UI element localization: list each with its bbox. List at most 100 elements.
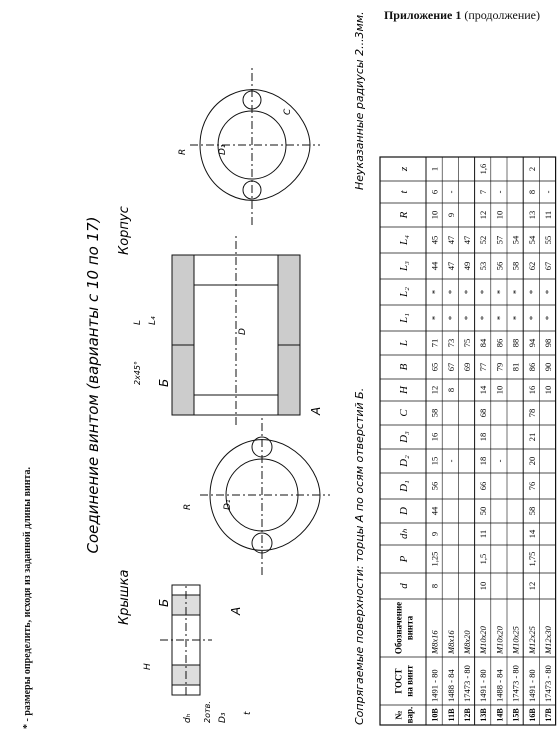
table-cell: 44 <box>430 261 440 270</box>
table-header-cell: dₕ <box>398 528 410 539</box>
table-cell: * <box>430 316 440 320</box>
table-header-cell: L₄ <box>398 235 410 246</box>
table-cell: 57 <box>494 236 504 245</box>
table-cell: 1,5 <box>478 554 488 565</box>
table-header-cell: P <box>398 555 410 563</box>
table-cell: 12В <box>463 708 472 722</box>
table-cell: 17473 - 80 <box>543 665 553 702</box>
header-rest: (продолжение) <box>464 8 540 22</box>
table-cell: 55 <box>543 236 553 245</box>
table-header-cell: Обозначение <box>394 602 404 654</box>
body-label-l: L <box>133 320 143 325</box>
table-header-cell: L₂ <box>398 287 410 298</box>
table-cell: 56 <box>430 482 440 491</box>
table-cell: 8 <box>430 584 440 588</box>
table-cell: 11 <box>478 530 488 538</box>
body-label-b: Б <box>157 379 171 387</box>
table-cell: 14В <box>495 708 504 722</box>
table-cell: * <box>511 316 521 320</box>
lid-label-h: H <box>143 663 153 670</box>
part-lid-label: Крышка <box>117 570 132 625</box>
table-cell: 15 <box>430 457 440 466</box>
table-cell: 76 <box>527 482 537 491</box>
table-cell: M8x16 <box>446 630 456 655</box>
lid-plan-view <box>200 415 330 575</box>
table-header-cell: t <box>398 190 410 194</box>
table-cell: 73 <box>446 339 456 348</box>
table-cell: 1 <box>430 167 440 171</box>
table-cell: - <box>446 190 456 193</box>
table-cell: 52 <box>478 236 488 245</box>
lid-label-d3: D₃ <box>218 712 228 723</box>
table-header-cell: L₁ <box>398 313 410 324</box>
table-cell: 77 <box>478 363 488 372</box>
table-cell: * <box>430 290 440 294</box>
table-cell: 50 <box>478 507 488 516</box>
table-cell: 8 <box>446 388 456 392</box>
table-cell: 2 <box>527 167 537 171</box>
table-cell: 47 <box>446 262 456 271</box>
table-cell: * <box>527 290 537 294</box>
body-label-l4: L₄ <box>148 316 158 325</box>
table-cell: 18 <box>478 457 488 466</box>
table-cell: 53 <box>478 262 488 271</box>
table-cell: 1491 - 80 <box>430 669 440 702</box>
table-cell: * <box>462 316 472 320</box>
table-cell: 13В <box>479 708 488 722</box>
note-radii: Неуказанные радиусы 2...3мм. <box>353 11 366 190</box>
table-header-cell: № <box>394 710 404 719</box>
table-cell: M10x20 <box>494 625 504 655</box>
table-cell: 54 <box>511 235 521 244</box>
table-cell: 58 <box>527 507 537 516</box>
table-cell: 71 <box>430 339 440 348</box>
table-cell: 17473 - 80 <box>462 665 472 702</box>
table-cell: 18 <box>478 433 488 442</box>
table-header-cell: вар. <box>405 707 415 724</box>
table-cell: 84 <box>478 338 488 347</box>
table-cell: 86 <box>494 339 504 348</box>
lid-label-dh: dₕ <box>183 713 193 723</box>
note-surfaces: Сопрягаемые поверхности: торцы А по осям… <box>353 388 366 725</box>
table-cell: * <box>543 316 553 320</box>
table-cell: 56 <box>494 262 504 271</box>
table-cell: 12 <box>430 386 440 395</box>
table-cell: 1491 - 80 <box>478 669 488 702</box>
page-header: Приложение 1 (продолжение) <box>384 8 540 23</box>
table-cell: 75 <box>462 339 472 348</box>
table-cell: 10 <box>543 386 553 395</box>
table-header-cell: H <box>398 385 410 395</box>
table-cell: 1,6 <box>478 164 488 175</box>
table-cell: M12x25 <box>527 626 537 655</box>
table-header-cell: L <box>398 340 410 347</box>
table-header-cell: D₂ <box>398 455 410 468</box>
table-cell: * <box>543 290 553 294</box>
table-cell: 21 <box>527 433 537 442</box>
table-cell: * <box>478 316 488 320</box>
table-cell: - <box>446 459 456 462</box>
lid-section-view <box>160 584 212 696</box>
table-cell: 69 <box>462 363 472 372</box>
part-body-label: Корпус <box>117 206 132 255</box>
table-cell: 1491 - 80 <box>527 669 537 702</box>
table-cell: * <box>527 316 537 320</box>
body-label-r: R <box>178 149 188 155</box>
table-cell: M12x30 <box>543 625 553 655</box>
footnote: * - размеры определить, исходя из заданн… <box>22 440 36 740</box>
table-cell: 86 <box>527 363 537 372</box>
body-plan-view <box>190 65 320 225</box>
table-cell: 15В <box>512 708 521 722</box>
table-cell: M10x25 <box>511 626 521 655</box>
lid-label-b: Б <box>157 599 171 607</box>
table-cell: 78 <box>527 409 537 418</box>
table-cell: 14 <box>478 385 488 394</box>
table-cell: M8x16 <box>430 630 440 655</box>
lid-label-a: А <box>229 607 243 616</box>
table-cell: 10 <box>494 211 504 220</box>
table-cell: 88 <box>511 339 521 348</box>
body-label-c: C <box>283 108 293 115</box>
table-cell: 11 <box>543 211 553 219</box>
table-cell: 58 <box>511 262 521 271</box>
table-cell: 7 <box>478 190 488 194</box>
table-cell: 49 <box>462 262 472 271</box>
table-header-cell: D₃ <box>398 431 410 444</box>
